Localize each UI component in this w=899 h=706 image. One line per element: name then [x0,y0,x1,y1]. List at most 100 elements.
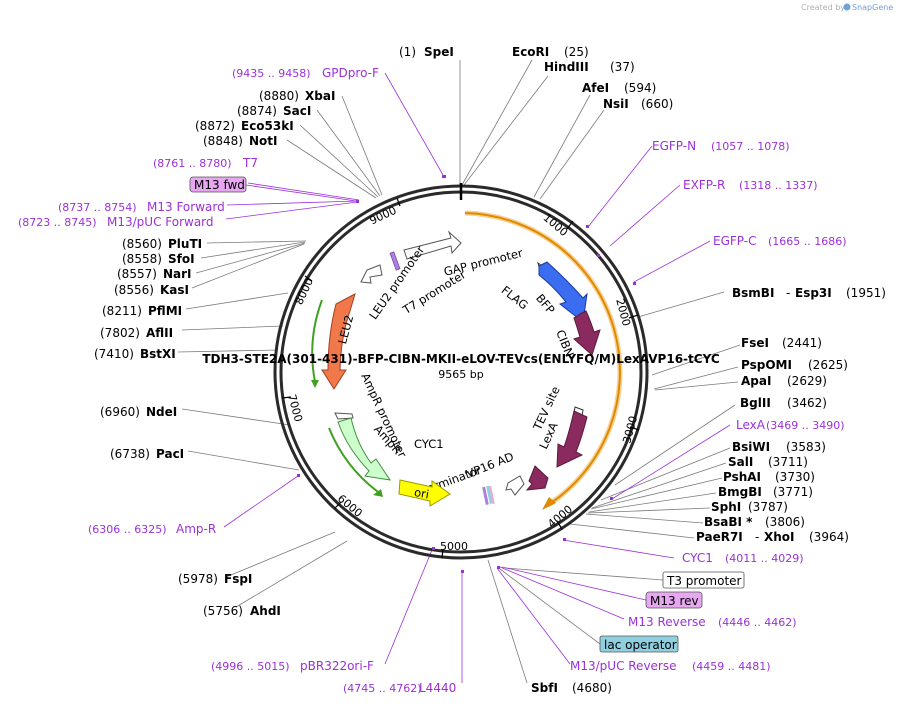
enzyme-leader-lines [177,59,741,684]
mcs-marker-2 [486,485,493,505]
lexa-feature[interactable] [556,410,588,468]
site-pshai-pos: (3730) [775,470,815,484]
selection-arc [464,212,621,506]
lac-operator-label: lac operator [604,638,677,652]
site-fspi-pos: (5978) [178,572,218,586]
site-esp3i-name: Esp3I [795,286,832,300]
ori-label: ori [413,485,430,501]
site-paer7i-pos: (3964) [809,530,849,544]
site-pluti-pos: (8560) [122,237,162,251]
site-afei-name: AfeI [582,81,609,95]
site-sfoi-pos: (8558) [122,252,162,266]
cibn-feature[interactable] [573,310,601,356]
m13-fwd-leader [245,184,357,202]
m13-rev-label: M13 rev [650,594,699,608]
site-bsiwi-name: BsiWI [732,440,770,454]
site-pflmi-name: PflMI [148,304,182,318]
site-aflii-name: AflII [146,326,173,340]
site-fsei-pos: (2441) [782,336,822,350]
site-eco53ki-name: Eco53kI [241,119,294,133]
site-pflmi-pos: (8211) [102,304,142,318]
t7-promoter-marker[interactable] [389,251,401,271]
site-bmgbi-name: BmgBI [718,485,762,499]
tick-label-8000: 8000 [292,276,316,307]
credit-brand: SnapGene [852,3,893,12]
plasmid-title: TDH3-STE2A(301-431)-BFP-CIBN-MKII-eLOV-T… [202,352,719,366]
leu2-feature[interactable] [321,293,356,390]
primer-gpdpro-f-range: (9435 .. 9458) [232,67,311,80]
site-afei-pos: (594) [624,81,656,95]
primer-m13-forward-range: (8737 .. 8754) [58,201,137,214]
cyc1-terminator-arrow[interactable] [505,475,525,496]
site-eco53ki-pos: (8872) [195,119,235,133]
site-bstxi-name: BstXI [140,347,176,361]
site-noti-name: NotI [249,134,278,148]
t3-leader [504,567,664,581]
site-bsiwi-pos: (3583) [786,440,826,454]
primer-pbr322ori-f-name: pBR322ori-F [300,659,374,673]
primer-m13puc-forward-range: (8723 .. 8745) [18,216,97,229]
m13-rev-leader [501,566,647,601]
primer-amp-r-range: (6306 .. 6325) [88,523,167,536]
primer-m13-reverse-range: (4446 .. 4462) [718,616,797,629]
site-sbfi-pos: (4680) [572,681,612,695]
primer-egfp-c-range: (1665 .. 1686) [768,235,847,248]
site-bmgbi-pos: (3771) [773,485,813,499]
m13-fwd-box[interactable] [189,176,247,193]
site-ecori-name: EcoRI [512,45,549,59]
primer-cyc1-range: (4011 .. 4029) [725,552,804,565]
primer-leader-lines [223,72,731,683]
site-xbai-name: XbaI [305,89,335,103]
flag-label: FLAG [499,283,531,312]
cyc1-terminator-label-1: CYC1 [414,437,444,451]
ampr-feature[interactable] [337,417,392,481]
site-xhoi-name: XhoI [764,530,795,544]
site-pluti-name: PluTI [168,237,202,251]
leu2-promoter-arrow[interactable] [360,264,383,284]
primer-lexa-name: LexA [736,418,766,432]
ampr-marker-head [373,489,383,497]
gap-promoter-arrow[interactable] [403,230,462,260]
primer-egfp-n-range: (1057 .. 1078) [711,140,790,153]
site-nsii-name: NsiI [603,97,629,111]
site-noti-pos: (8848) [203,134,243,148]
site-paer7i-dash: - [755,530,759,544]
primer-m13-reverse-name: M13 Reverse [628,615,706,629]
site-sfoi-name: SfoI [168,252,195,266]
primer-m13puc-reverse-range: (4459 .. 4481) [692,660,771,673]
primer-t7-range: (8761 .. 8780) [153,157,232,170]
ampr-marker-arc [328,427,379,493]
enzyme-labels: (1) SpeI EcoRI (25) HindIII (37) AfeI (5… [94,45,886,695]
lac-operator-leader [499,568,601,645]
vp16-ad-feature[interactable] [525,465,549,491]
site-apai-name: ApaI [741,374,771,388]
ori-feature[interactable] [398,479,451,507]
tick-label-2000: 2000 [613,297,633,327]
site-nsii-pos: (660) [641,97,673,111]
site-sphi-name: SphI [711,500,741,514]
primer-l4440-range: (4745 .. 4762) [343,682,422,695]
primer-amp-r-name: Amp-R [176,522,216,536]
tick-label-5000: 5000 [440,540,468,553]
primer-gpdpro-f-name: GPDpro-F [322,66,379,80]
site-nari-pos: (8557) [117,267,157,281]
ampr-promoter-arrow[interactable] [334,412,354,420]
site-ecori-pos: (25) [564,45,589,59]
site-bglii-pos: (3462) [787,396,827,410]
selection-arc-head [542,497,556,510]
tick-marks [281,197,640,559]
site-aflii-pos: (7802) [100,326,140,340]
site-bstxi-pos: (7410) [94,347,134,361]
site-pshai-name: PshAI [723,470,761,484]
site-bglii-name: BglII [740,396,771,410]
site-ahdi-pos: (5756) [203,604,243,618]
site-fsei-name: FseI [741,336,769,350]
snapgene-logo-icon [843,3,851,11]
site-ndei-pos: (6960) [100,405,140,419]
primer-cyc1-name: CYC1 [682,551,713,565]
primer-marks [297,175,636,573]
site-ndei-name: NdeI [146,405,177,419]
primer-m13puc-reverse-name: M13/pUC Reverse [570,659,677,673]
t3-promoter-label: T3 promoter [666,574,742,588]
